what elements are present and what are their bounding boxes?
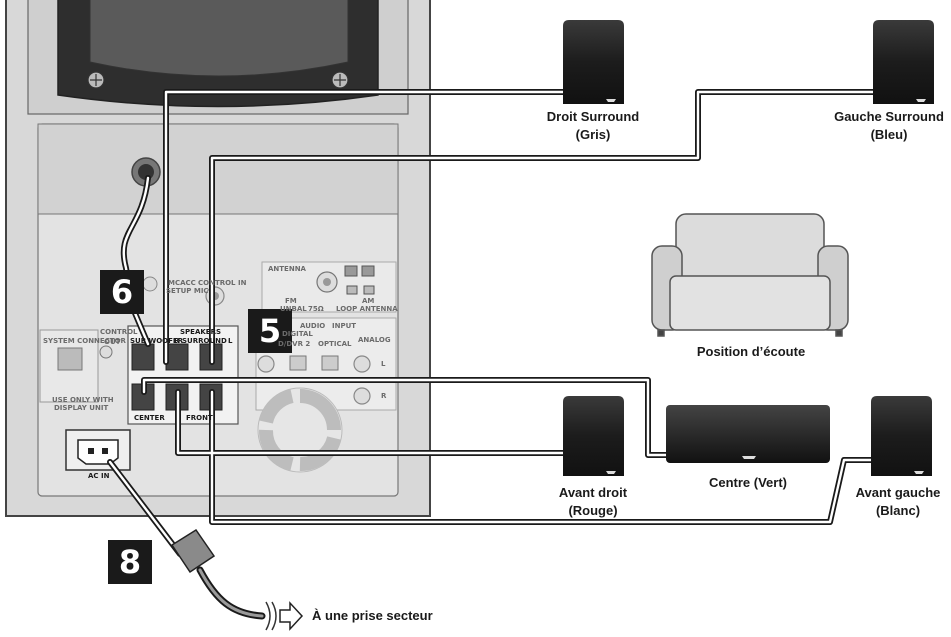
panel-speakers: SPEAKERS [180, 328, 222, 336]
panel-fm: FM [285, 297, 297, 305]
front-left-name: Avant gauche [855, 485, 941, 500]
center-label: Centre (Vert) [676, 474, 820, 492]
panel-control-out: CONTROL [100, 328, 138, 336]
panel-l: L [228, 337, 233, 345]
panel-digital: DIGITAL [282, 330, 313, 338]
panel-analog-l: L [381, 360, 386, 368]
power-cable [107, 459, 304, 631]
plug-icon [170, 528, 216, 574]
panel-front: FRONT [186, 414, 213, 422]
step-8-badge: 8 [108, 540, 152, 584]
panel-analog-r: R [381, 392, 387, 400]
arrow-right-icon [279, 601, 304, 631]
panel-control-in: CONTROL IN [198, 279, 247, 287]
panel-sub-woofer: SUB WOOFER [130, 337, 184, 345]
subwoofer-unit [5, 0, 431, 517]
panel-audio: AUDIO [300, 322, 326, 330]
surround-right-name: Droit Surround [546, 109, 640, 124]
panel-input: INPUT [332, 322, 357, 330]
surround-right-color: (Gris) [575, 127, 611, 142]
surround-right-label: Droit Surround (Gris) [533, 108, 653, 144]
panel-unbal: UNBAL [280, 305, 307, 313]
panel-am: AM [362, 297, 375, 305]
sofa-icon [651, 213, 849, 337]
front-left-color: (Blanc) [875, 503, 921, 518]
center-name: Centre (Vert) [708, 475, 788, 490]
panel-antenna: ANTENNA [268, 265, 306, 273]
step-5-badge: 5 [248, 309, 292, 353]
speaker-center [666, 405, 830, 463]
speaker-surround-right [563, 20, 624, 104]
panel-setup-mic: SETUP MIC [166, 287, 209, 295]
surround-left-name: Gauche Surround [834, 109, 944, 124]
outlet-label: À une prise secteur [312, 608, 433, 623]
panel-optical: OPTICAL [318, 340, 352, 348]
panel-analog: ANALOG [358, 336, 391, 344]
panel-dvr2: D/DVR 2 [278, 340, 311, 348]
panel-loop-antenna: LOOP ANTENNA [336, 305, 398, 313]
speaker-front-right [563, 396, 624, 476]
front-left-label: Avant gauche (Blanc) [846, 484, 950, 520]
panel-use-only-with: USE ONLY WITH [52, 396, 114, 404]
fan-vent [257, 387, 343, 473]
surround-left-label: Gauche Surround (Bleu) [829, 108, 949, 144]
panel-ohm: 75Ω [308, 305, 324, 313]
panel-out: OUT [104, 338, 121, 346]
panel-ac-in: AC IN [88, 472, 110, 480]
front-right-name: Avant droit [558, 485, 628, 500]
panel-display-unit: DISPLAY UNIT [54, 404, 109, 412]
panel-system-connector: SYSTEM CONNECTOR [43, 337, 126, 345]
panel-r: R [174, 337, 180, 345]
surround-left-color: (Bleu) [870, 127, 908, 142]
front-right-label: Avant droit (Rouge) [541, 484, 645, 520]
front-right-color: (Rouge) [568, 503, 618, 518]
panel-surround: SURROUND [182, 337, 227, 345]
speaker-surround-left [873, 20, 934, 104]
panel-center: CENTER [134, 414, 165, 422]
listening-position-label: Position d’écoute [696, 344, 806, 359]
panel-mcacc: MCACC [168, 279, 196, 287]
step-6-badge: 6 [100, 270, 144, 314]
speaker-front-left [871, 396, 932, 476]
